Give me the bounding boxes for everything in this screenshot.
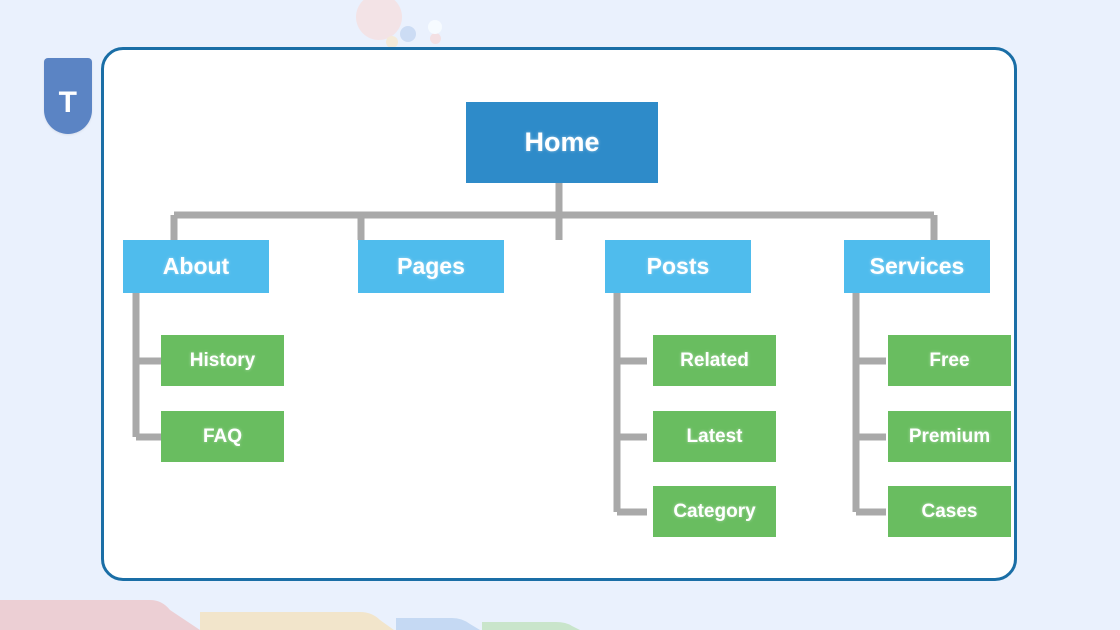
node-label: Posts bbox=[646, 253, 710, 279]
node-history[interactable]: History bbox=[161, 335, 284, 386]
node-pages[interactable]: Pages bbox=[358, 240, 504, 293]
node-posts[interactable]: Posts bbox=[605, 240, 751, 293]
node-faq[interactable]: FAQ bbox=[161, 411, 284, 462]
deco-circle-beige-small bbox=[386, 36, 398, 48]
node-label: Latest bbox=[686, 425, 743, 447]
diagram-panel: Home About Pages Posts Services History … bbox=[101, 47, 1017, 581]
node-related[interactable]: Related bbox=[653, 335, 776, 386]
node-label: History bbox=[189, 349, 256, 371]
node-free[interactable]: Free bbox=[888, 335, 1011, 386]
node-home[interactable]: Home bbox=[466, 102, 658, 183]
node-category[interactable]: Category bbox=[653, 486, 776, 537]
node-label: Free bbox=[929, 349, 970, 371]
tree-connectors bbox=[132, 183, 938, 516]
decorative-band-blue bbox=[396, 618, 480, 630]
logo-letter: T bbox=[58, 86, 78, 119]
node-label: Pages bbox=[397, 253, 465, 279]
decorative-band-pink bbox=[0, 600, 200, 630]
decorative-band-green bbox=[482, 622, 580, 630]
node-services[interactable]: Services bbox=[844, 240, 990, 293]
deco-circle-white-small bbox=[428, 20, 442, 34]
node-label: About bbox=[162, 253, 230, 279]
node-label: Related bbox=[680, 349, 749, 371]
app-logo-badge: T bbox=[44, 58, 92, 134]
decorative-band-beige bbox=[200, 612, 394, 630]
deco-circle-pink-small bbox=[430, 33, 441, 44]
node-premium[interactable]: Premium bbox=[888, 411, 1011, 462]
node-about[interactable]: About bbox=[123, 240, 269, 293]
node-label: Home bbox=[524, 127, 600, 157]
deco-circle-pink-large bbox=[356, 0, 402, 40]
node-latest[interactable]: Latest bbox=[653, 411, 776, 462]
node-label: FAQ bbox=[202, 425, 243, 447]
node-cases[interactable]: Cases bbox=[888, 486, 1011, 537]
node-label: Services bbox=[869, 253, 965, 279]
node-label: Cases bbox=[921, 500, 978, 522]
deco-circle-blue-small bbox=[400, 26, 416, 42]
node-label: Category bbox=[673, 500, 756, 522]
node-label: Premium bbox=[908, 425, 991, 447]
sitemap-tree: Home About Pages Posts Services History … bbox=[104, 50, 1014, 578]
